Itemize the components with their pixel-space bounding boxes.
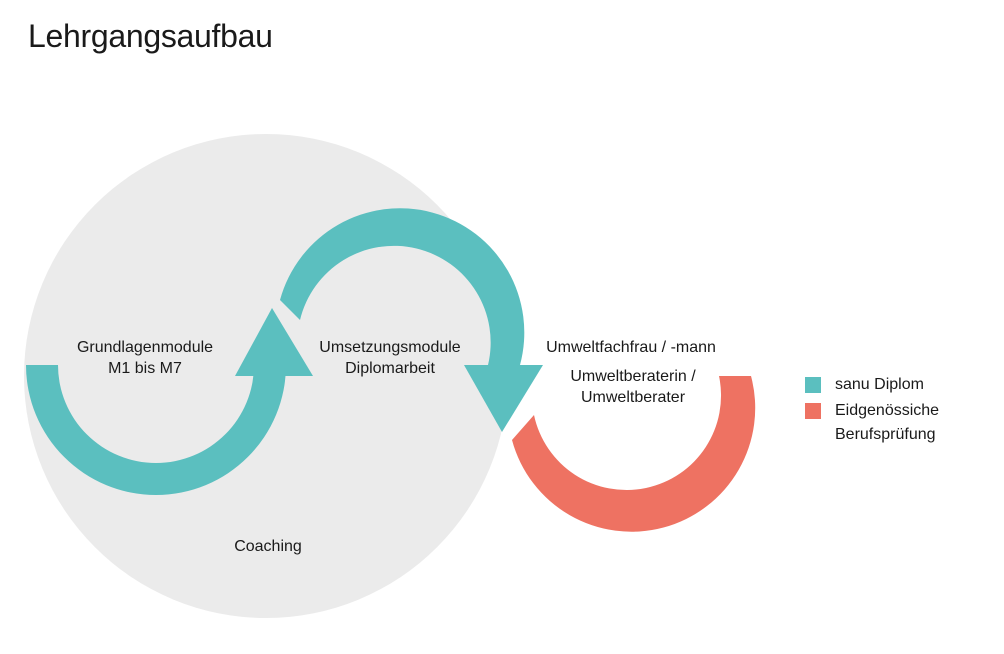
legend-label-pruefung-line2: Berufsprüfung xyxy=(835,426,936,443)
legend-swatch-pruefung xyxy=(805,403,821,419)
beraterin-line1: Umweltberaterin / xyxy=(570,368,696,385)
page-title: Lehrgangsaufbau xyxy=(28,18,273,54)
umsetzung-line2: Diplomarbeit xyxy=(345,360,435,377)
berufspruefung-arc xyxy=(512,376,756,532)
coaching-label: Coaching xyxy=(234,538,302,555)
down-arrow-head xyxy=(464,365,543,432)
legend-item-pruefung: Eidgenössiche Berufsprüfung xyxy=(805,399,939,451)
grundlagen-line2: M1 bis M7 xyxy=(108,360,182,377)
legend: sanu Diplom Eidgenössiche Berufsprüfung xyxy=(805,373,939,451)
beraterin-line2: Umweltberater xyxy=(580,389,686,406)
grundlagen-arc xyxy=(26,365,286,495)
legend-label-diplom: sanu Diplom xyxy=(835,376,924,393)
fachfrau-label: Umweltfachfrau / -mann xyxy=(546,339,716,356)
umsetzung-arc xyxy=(280,208,525,365)
beraterin-label: Umweltberaterin / Umweltberater xyxy=(550,366,716,408)
legend-item-diplom: sanu Diplom xyxy=(805,373,939,399)
legend-label-pruefung-line1: Eidgenössiche xyxy=(835,402,940,419)
up-arrow-head xyxy=(235,308,313,376)
grundlagen-line1: Grundlagenmodule xyxy=(76,339,214,356)
legend-swatch-diplom xyxy=(805,377,821,393)
umsetzung-label: Umsetzungsmodule Diplomarbeit xyxy=(302,337,478,379)
umsetzung-line1: Umsetzungsmodule xyxy=(319,339,461,356)
grundlagen-label: Grundlagenmodule M1 bis M7 xyxy=(60,337,230,379)
